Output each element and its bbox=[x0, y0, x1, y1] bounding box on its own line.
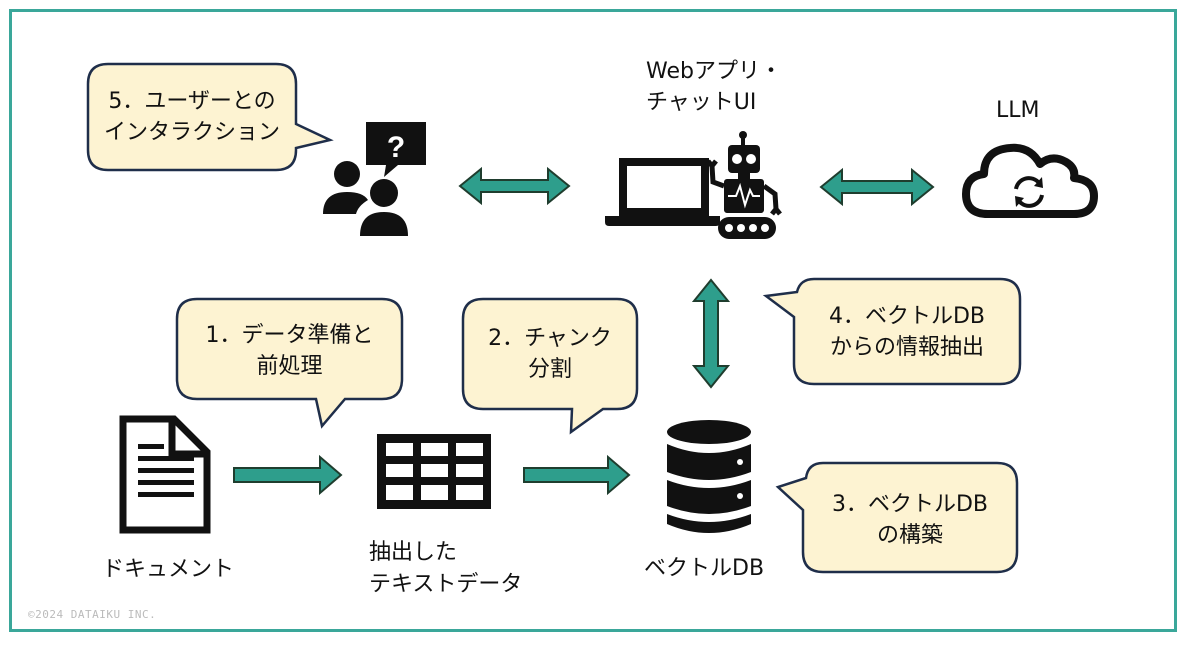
arrow-document-extracted bbox=[233, 454, 343, 496]
callout-step5-bubble bbox=[86, 62, 334, 172]
callout-step3-text: 3．ベクトルDB の構築 bbox=[803, 489, 1017, 551]
callout-step2-line1: 2．チャンク bbox=[488, 326, 612, 351]
document-label: ドキュメント bbox=[102, 557, 235, 582]
callout-step2-bubble bbox=[461, 297, 639, 435]
table-icon bbox=[377, 434, 491, 509]
cloud-sync-icon bbox=[962, 143, 1098, 218]
callout-step1-text: 1．データ準備と 前処理 bbox=[177, 320, 402, 382]
arrow-extracted-vectordb bbox=[523, 454, 631, 496]
callout-step2-text: 2．チャンク 分割 bbox=[463, 323, 637, 385]
extracted-label-line1: 抽出した bbox=[369, 540, 458, 565]
callout-step3-bubble bbox=[775, 461, 1019, 574]
extracted-label-line2: テキストデータ bbox=[369, 572, 523, 597]
callout-step3-line2: の構築 bbox=[876, 523, 943, 548]
diagram-frame bbox=[9, 9, 1177, 632]
callout-step2-line2: 分割 bbox=[527, 357, 572, 382]
robot-icon bbox=[706, 131, 782, 239]
user-question-icon: ? bbox=[323, 122, 426, 236]
svg-text:?: ? bbox=[387, 131, 405, 164]
arrow-user-webapp bbox=[458, 166, 571, 206]
callout-step1-line2: 前処理 bbox=[256, 354, 323, 379]
callout-step5-line2: インタラクション bbox=[103, 120, 280, 145]
arrow-webapp-vectordb bbox=[691, 278, 731, 389]
callout-step1-line1: 1．データ準備と bbox=[205, 323, 374, 348]
copyright-footer: ©2024 DATAIKU INC. bbox=[28, 608, 157, 621]
webapp-label-line2: チャットUI bbox=[646, 90, 757, 115]
callout-step4-text: 4．ベクトルDB からの情報抽出 bbox=[794, 301, 1020, 363]
callout-step5-line1: 5．ユーザーとの bbox=[108, 89, 276, 114]
callout-step3-line1: 3．ベクトルDB bbox=[831, 492, 989, 517]
callout-step4-bubble bbox=[762, 277, 1022, 386]
llm-label: LLM bbox=[996, 98, 1040, 123]
callout-step4-line2: からの情報抽出 bbox=[829, 335, 984, 360]
vectordb-label: ベクトルDB bbox=[644, 556, 765, 581]
arrow-webapp-llm bbox=[819, 167, 935, 207]
webapp-label-line1: Webアプリ・ bbox=[646, 59, 782, 84]
laptop-icon bbox=[605, 158, 720, 226]
callout-step5-text: 5．ユーザーとの インタラクション bbox=[88, 86, 296, 148]
callout-step1-bubble bbox=[175, 297, 404, 429]
document-icon bbox=[119, 415, 211, 534]
database-icon bbox=[667, 420, 751, 533]
callout-step4-line1: 4．ベクトルDB bbox=[828, 304, 986, 329]
